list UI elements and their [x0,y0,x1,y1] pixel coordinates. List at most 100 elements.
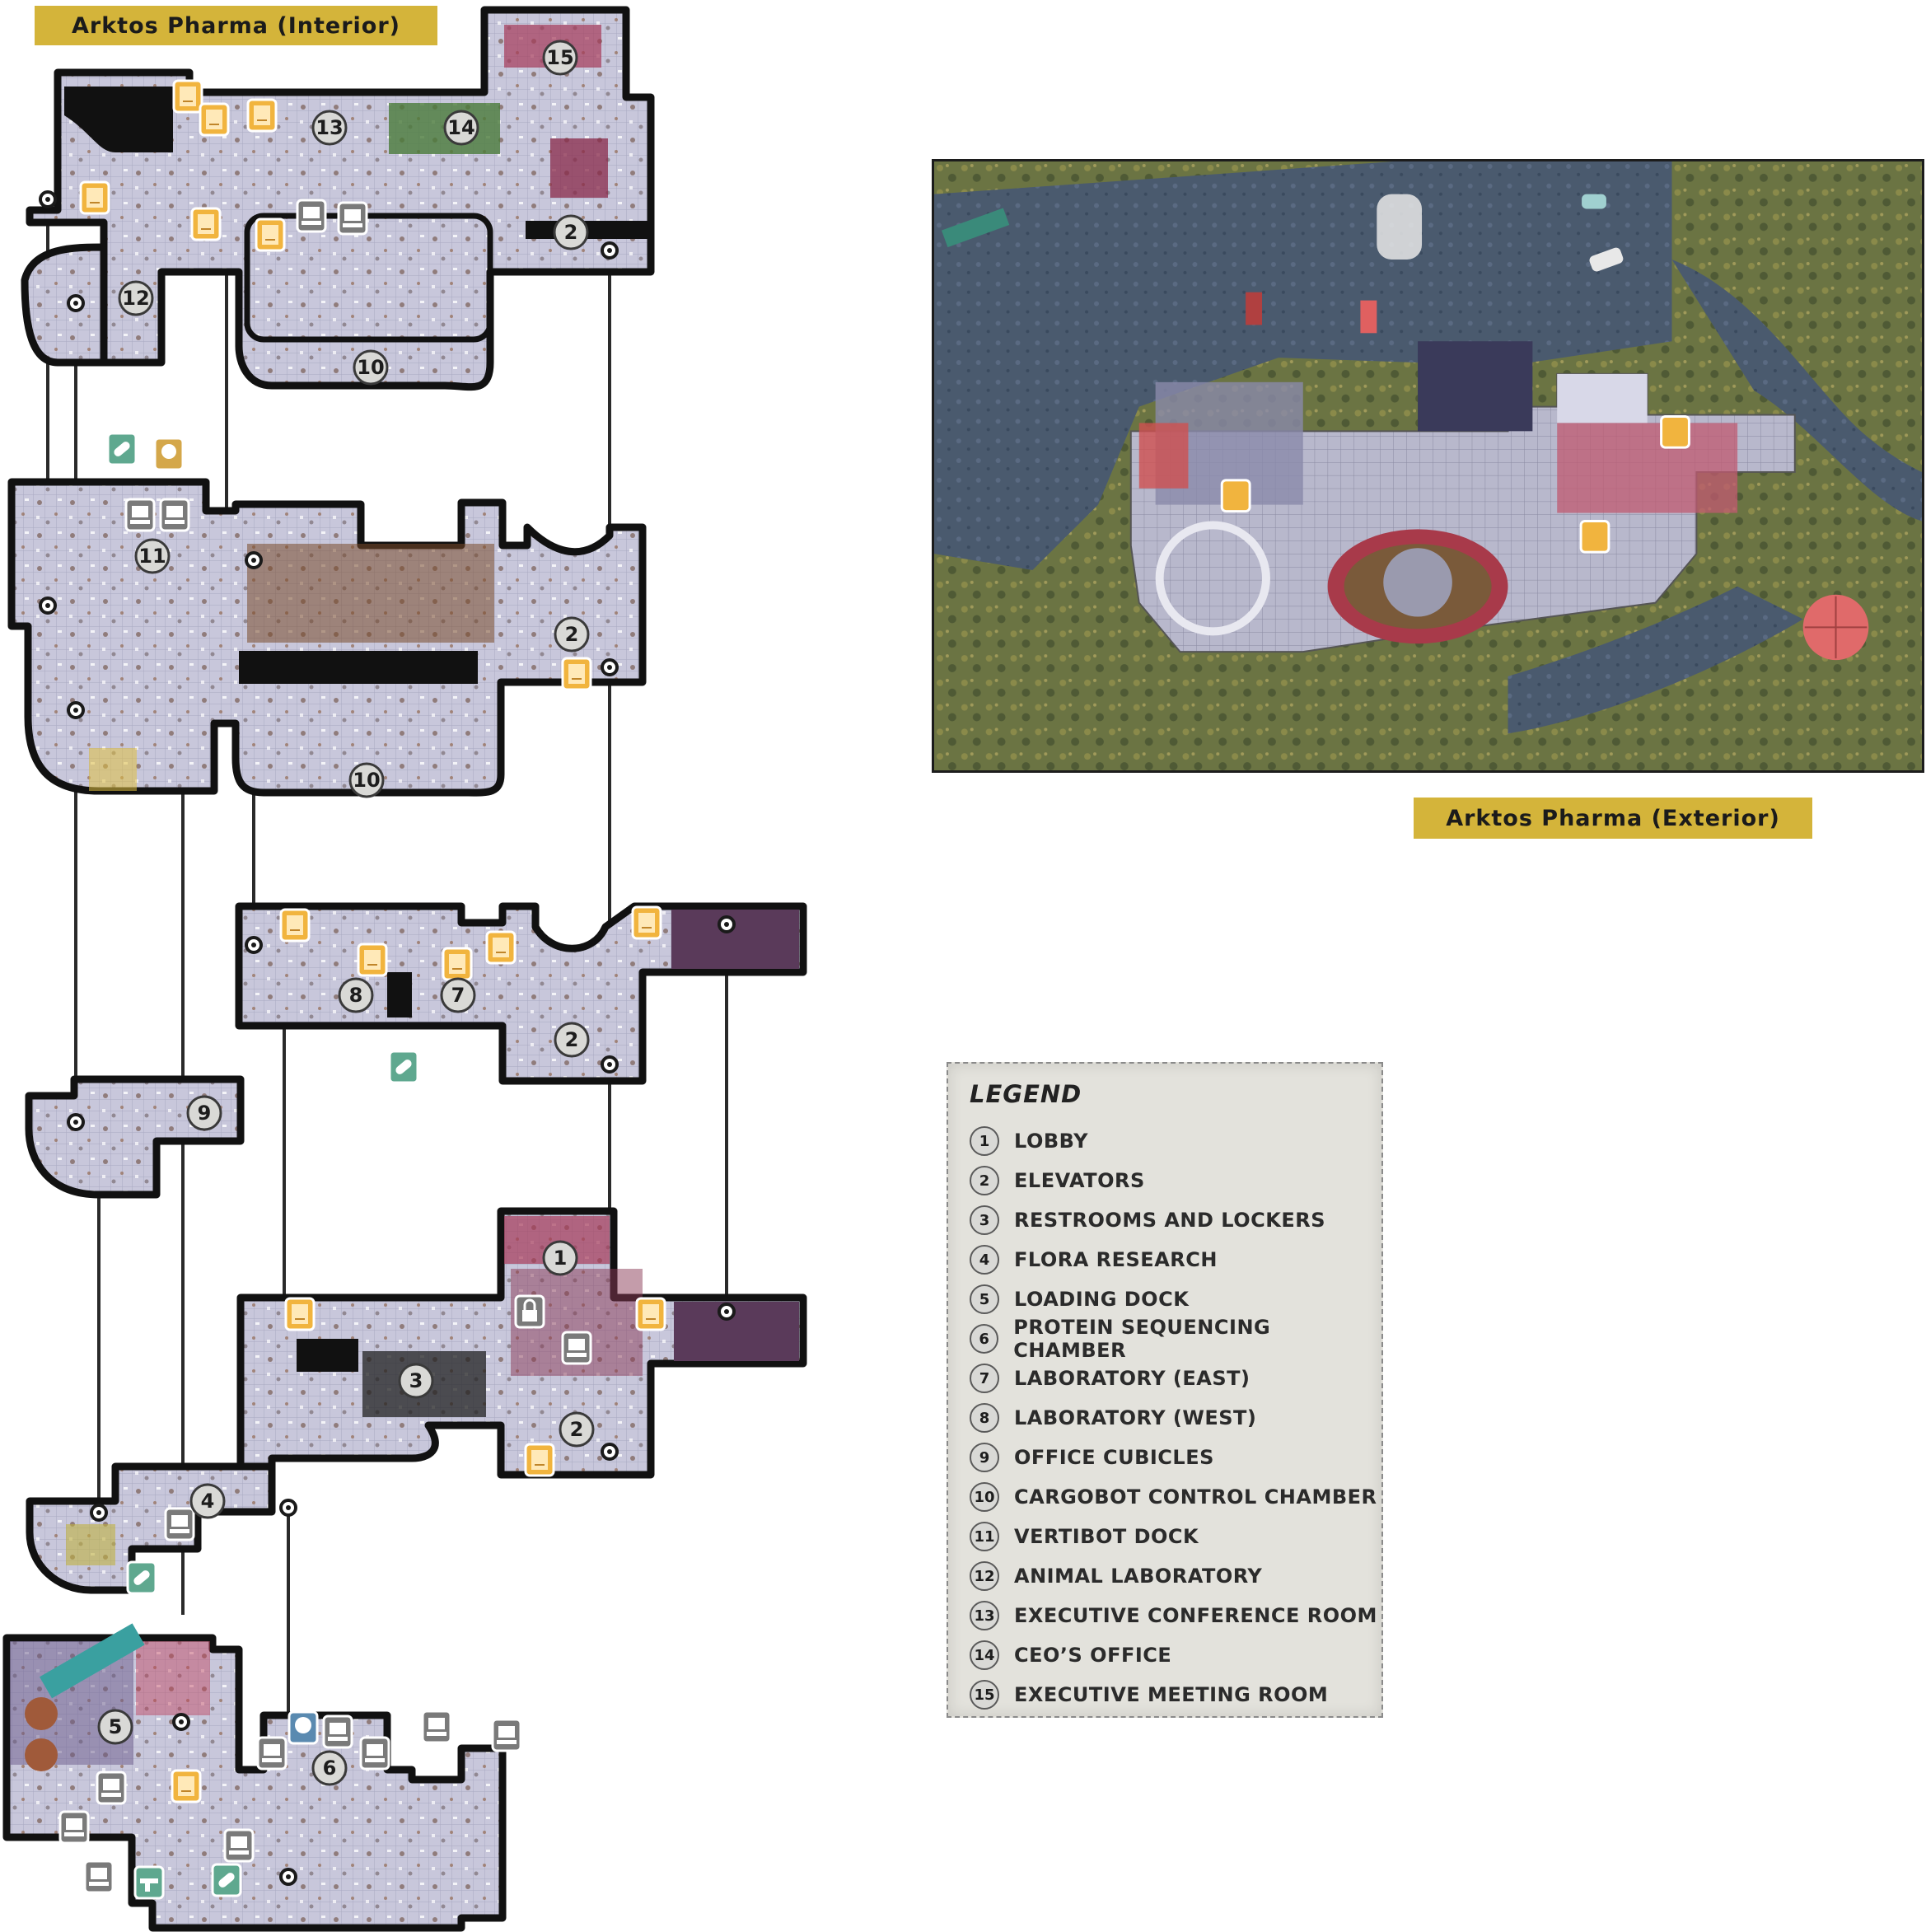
room-marker-number: 12 [122,287,149,310]
legend-label: LABORATORY (WEST) [1014,1406,1257,1429]
legend-number: 3 [970,1205,999,1235]
legend-label: LOBBY [1014,1130,1088,1153]
legend-number: 1 [970,1126,999,1156]
room-marker-number: 10 [357,356,384,379]
room-marker-circle [554,616,590,653]
room-marker-number: 2 [565,623,579,646]
room-marker-circle [118,280,154,316]
legend-number: 13 [970,1601,999,1630]
exterior-magazine-icons [1220,414,1690,554]
room-marker-circle [554,1022,590,1058]
legend-item: 1 LOBBY [970,1121,1381,1161]
floor-3 [235,902,807,1085]
room-marker-number: 8 [349,984,363,1007]
room-marker-circle [97,1709,133,1745]
legend-number: 15 [970,1680,999,1710]
floor-bottom [2,1623,507,1932]
legend-item: 3 RESTROOMS AND LOCKERS [970,1200,1381,1240]
room-marker-circle [186,1095,222,1131]
legend-number: 6 [970,1324,999,1354]
legend-item: 15 EXECUTIVE MEETING ROOM [970,1675,1381,1714]
room-marker-number: 2 [564,221,578,244]
room-marker-number: 6 [323,1757,337,1780]
room-marker-circle [559,1411,595,1448]
room-marker-circle [134,538,171,574]
room-marker-number: 15 [546,46,573,69]
legend-label: LABORATORY (EAST) [1014,1367,1250,1390]
room-marker-number: 11 [138,545,166,568]
room-marker-number: 4 [201,1490,215,1513]
room-marker-circle [338,977,374,1013]
legend-item: 6 PROTEIN SEQUENCING CHAMBER [970,1316,1381,1362]
room-marker-number: 14 [447,116,474,139]
lock-icon [514,1294,545,1329]
legend-item: 12 ANIMAL LABORATORY [970,1556,1381,1596]
room-marker-number: 9 [198,1102,212,1125]
legend-title: LEGEND [970,1080,1082,1108]
legend-label: CARGOBOT CONTROL CHAMBER [1014,1485,1377,1509]
floor-2 [7,478,647,797]
legend-number: 9 [970,1443,999,1472]
room-marker-number: 7 [451,984,465,1007]
weapon-icon [133,1865,165,1900]
legend-label: RESTROOMS AND LOCKERS [1014,1209,1325,1232]
legend-number: 5 [970,1284,999,1314]
room-marker-number: 10 [353,769,380,792]
exterior-map [932,159,1924,773]
room-marker-circle [311,110,348,146]
legend-item: 4 FLORA RESEARCH [970,1240,1381,1279]
room-marker-circle [443,110,479,146]
legend-label: OFFICE CUBICLES [1014,1446,1214,1469]
room-marker-number: 13 [316,116,343,139]
exterior-map-svg [934,161,1922,770]
legend-number: 12 [970,1561,999,1591]
legend-label: EXECUTIVE MEETING ROOM [1014,1683,1329,1706]
room-marker-number: 2 [570,1418,584,1441]
legend-number: 7 [970,1364,999,1393]
room-marker-circle [440,977,476,1013]
room-marker-circle [542,40,578,76]
legend-item: 13 EXECUTIVE CONFERENCE ROOM [970,1596,1381,1635]
room-marker-circle [542,1240,578,1276]
legend-item: 5 LOADING DOCK [970,1279,1381,1319]
legend-item: 11 VERTIBOT DOCK [970,1517,1381,1556]
vault-boy-icon [287,1710,319,1745]
legend-label: ELEVATORS [1014,1169,1145,1192]
legend-label: ANIMAL LABORATORY [1014,1565,1263,1588]
room-marker-number: 2 [565,1028,579,1051]
floor-lobby [236,1207,807,1512]
room-marker-number: 3 [409,1369,423,1392]
room-marker-circle [348,762,385,798]
legend-label: EXECUTIVE CONFERENCE ROOM [1014,1604,1377,1627]
room-marker-number: 5 [109,1715,123,1738]
room-marker-circle [311,1750,348,1786]
legend-label: FLORA RESEARCH [1014,1248,1218,1271]
legend-number: 14 [970,1640,999,1670]
legend-label: PROTEIN SEQUENCING CHAMBER [1013,1316,1271,1362]
legend-item: 8 LABORATORY (WEST) [970,1398,1381,1438]
legend-number: 11 [970,1522,999,1551]
legend-label: VERTIBOT DOCK [1014,1525,1199,1548]
legend-number: 8 [970,1403,999,1433]
room-marker-circle [398,1363,434,1399]
room-marker-circle [353,349,389,386]
legend-label: CEO’S OFFICE [1014,1644,1172,1667]
legend-item: 9 OFFICE CUBICLES [970,1438,1381,1477]
legend-label: LOADING DOCK [1014,1288,1190,1311]
legend-item: 7 LABORATORY (EAST) [970,1359,1381,1398]
legend-item: 14 CEO’S OFFICE [970,1635,1381,1675]
room-marker-circle [189,1483,226,1519]
exterior-map-title: Arktos Pharma (Exterior) [1414,798,1812,839]
power-armor-icon [153,437,185,471]
room-marker-number: 1 [554,1247,568,1270]
legend-number: 4 [970,1245,999,1275]
room-marker-circle [553,214,589,250]
interior-map-title: Arktos Pharma (Interior) [35,6,437,45]
